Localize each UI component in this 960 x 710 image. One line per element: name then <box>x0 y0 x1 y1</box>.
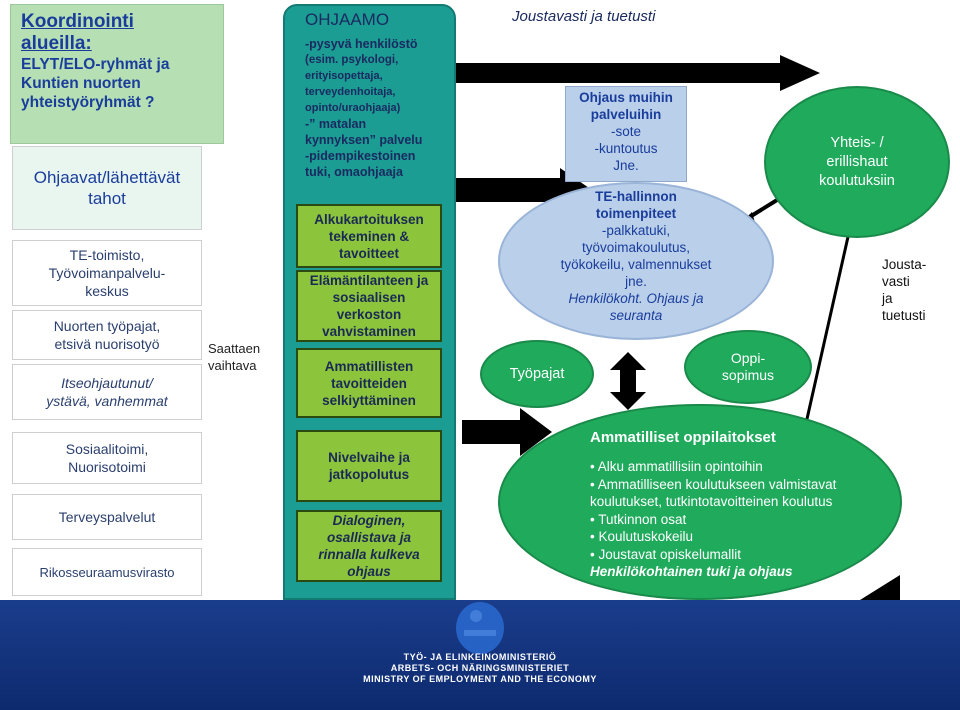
self-directed-box: Itseohjautunut/ ystävä, vanhemmat <box>12 364 202 420</box>
coordination-box: Koordinointi alueilla: ELYT/ELO-ryhmät j… <box>10 4 224 144</box>
ministry-name: TYÖ- JA ELINKEINOMINISTERIÖ ARBETS- OCH … <box>363 652 597 684</box>
workshops-ellipse: Työpajat <box>480 340 594 408</box>
vocational-institutions-text: Ammatilliset oppilaitokset • Alku ammati… <box>590 429 837 579</box>
social-services-box: Sosiaalitoimi, Nuorisotoimi <box>12 432 202 484</box>
vocational-institutions-ellipse <box>498 404 902 600</box>
te-office-box: TE-toimisto, Työvoimanpalvelu- keskus <box>12 240 202 306</box>
dialogic-guidance-box: Dialoginen, osallistava ja rinnalla kulk… <box>296 510 442 582</box>
life-situation-box: Elämäntilanteen ja sosiaalisen verkoston… <box>296 270 442 342</box>
other-services-box: Ohjaus muihin palveluihin -sote -kuntout… <box>565 86 687 182</box>
health-services-box: Terveyspalvelut <box>12 494 202 540</box>
apprenticeship-ellipse: Oppi- sopimus <box>684 330 812 404</box>
flexibly-supported-side-label: Jousta- vasti ja tuetusti <box>882 257 927 323</box>
probation-box: Rikosseuraamusvirasto <box>12 548 202 596</box>
flexibly-supported-label: Joustavasti ja tuetusti <box>512 8 656 25</box>
youth-workshops-box: Nuorten työpajat, etsivä nuorisotyö <box>12 310 202 360</box>
referrers-box: Ohjaavat/lähettävät tahot <box>12 146 202 230</box>
escort-label: Saattaen vaihtava <box>208 341 261 373</box>
te-measures-text: TE-hallinnon toimenpiteet -palkkatuki, t… <box>560 189 712 323</box>
initial-assessment-box: Alkukartoituksen tekeminen & tavoitteet <box>296 204 442 268</box>
transition-phase-box: Nivelvaihe ja jatkopolutus <box>296 430 442 502</box>
lion-crest-icon <box>456 602 504 654</box>
guidance-title: OHJAAMO <box>305 10 390 29</box>
ministry-footer: TYÖ- JA ELINKEINOMINISTERIÖ ARBETS- OCH … <box>0 600 960 710</box>
joint-applications-ellipse: Yhteis- / erillishaut koulutuksiin <box>764 86 950 238</box>
vocational-goals-box: Ammatillisten tavoitteiden selkiyttämine… <box>296 348 442 418</box>
te-measures-ellipse <box>498 182 774 340</box>
guidance-description: -pysyvä henkilöstö (esim. psykologi, eri… <box>305 37 423 179</box>
